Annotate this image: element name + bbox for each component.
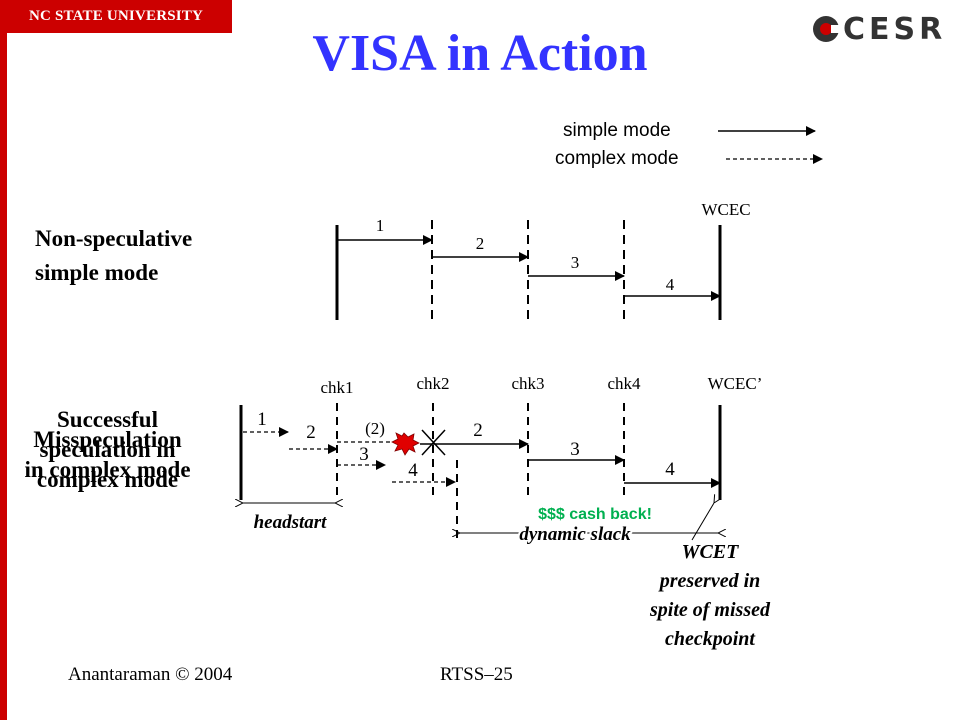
- top-wcec-label: WCEC: [701, 200, 750, 219]
- checkpoint-label-chk4: chk4: [607, 374, 641, 393]
- top-section-label-line2: simple mode: [35, 260, 159, 285]
- slide-title: VISA in Action: [312, 25, 648, 82]
- wcet-caption: WCET preserved in spite of missed checkp…: [605, 538, 815, 654]
- missed-checkpoint-x-icon: [421, 429, 446, 456]
- missed-checkpoint-burst-icon: [391, 432, 420, 456]
- cesr-logo-mark: [813, 16, 841, 42]
- simple-seg-label-3: 3: [570, 439, 580, 460]
- simple-seg-label-4: 4: [665, 459, 675, 480]
- caption-pointer-arrow: [691, 503, 714, 541]
- misspeculation-line1: Misspeculation: [33, 427, 182, 452]
- dynamic-slack-label: dynamic slack: [519, 524, 631, 545]
- successful-line2: speculation in: [39, 437, 176, 462]
- simple-seg-label-2: 2: [473, 420, 483, 441]
- successful-line1: Successful: [57, 407, 158, 432]
- complex-seg-label-2: 2: [306, 422, 316, 443]
- university-banner: NC STATE UNIVERSITY: [0, 0, 232, 33]
- misspeculation-line2: in complex mode: [24, 457, 191, 482]
- successful-line3: complex mode: [36, 467, 179, 492]
- complex-seg-label-1: 1: [257, 409, 267, 430]
- top-seg-label-2: 2: [476, 234, 485, 253]
- checkpoint-label-chk3: chk3: [511, 374, 544, 393]
- legend-simple-label: simple mode: [563, 120, 671, 141]
- legend-complex-label: complex mode: [555, 148, 679, 169]
- footer-author: Anantaraman © 2004: [68, 664, 233, 685]
- top-seg-label-3: 3: [571, 253, 580, 272]
- checkpoint-label-wcec-prime: WCEC’: [708, 374, 763, 393]
- top-section-label-line1: Non-speculative: [35, 226, 193, 251]
- caption-line4: checkpoint: [665, 628, 755, 650]
- caption-line1: WCET: [681, 541, 739, 563]
- headstart-label: headstart: [254, 512, 328, 533]
- cash-back-label: $$$ cash back!: [538, 506, 652, 523]
- complex-seg-label-4: 4: [408, 460, 418, 481]
- successful-speculation-label: Successful speculation in complex mode: [0, 405, 215, 495]
- caption-line3: spite of missed: [650, 599, 770, 621]
- top-section-label: Non-speculative simple mode: [35, 222, 192, 290]
- misspeculation-label: Misspeculation in complex mode: [0, 425, 215, 485]
- left-accent-bar: [0, 0, 7, 720]
- checkpoint-label-chk2: chk2: [416, 374, 449, 393]
- top-seg-label-4: 4: [666, 275, 675, 294]
- cesr-logo: CESR: [813, 11, 947, 47]
- checkpoint-label-chk1: chk1: [320, 378, 353, 397]
- complex-seg-label-3: 3: [359, 444, 369, 465]
- cesr-logo-text: CESR: [843, 11, 947, 47]
- footer-slide-number: RTSS–25: [440, 664, 513, 685]
- complex-seg-label-2-retry: (2): [365, 419, 385, 438]
- top-seg-label-1: 1: [376, 216, 385, 235]
- caption-line2: preserved in: [659, 570, 761, 592]
